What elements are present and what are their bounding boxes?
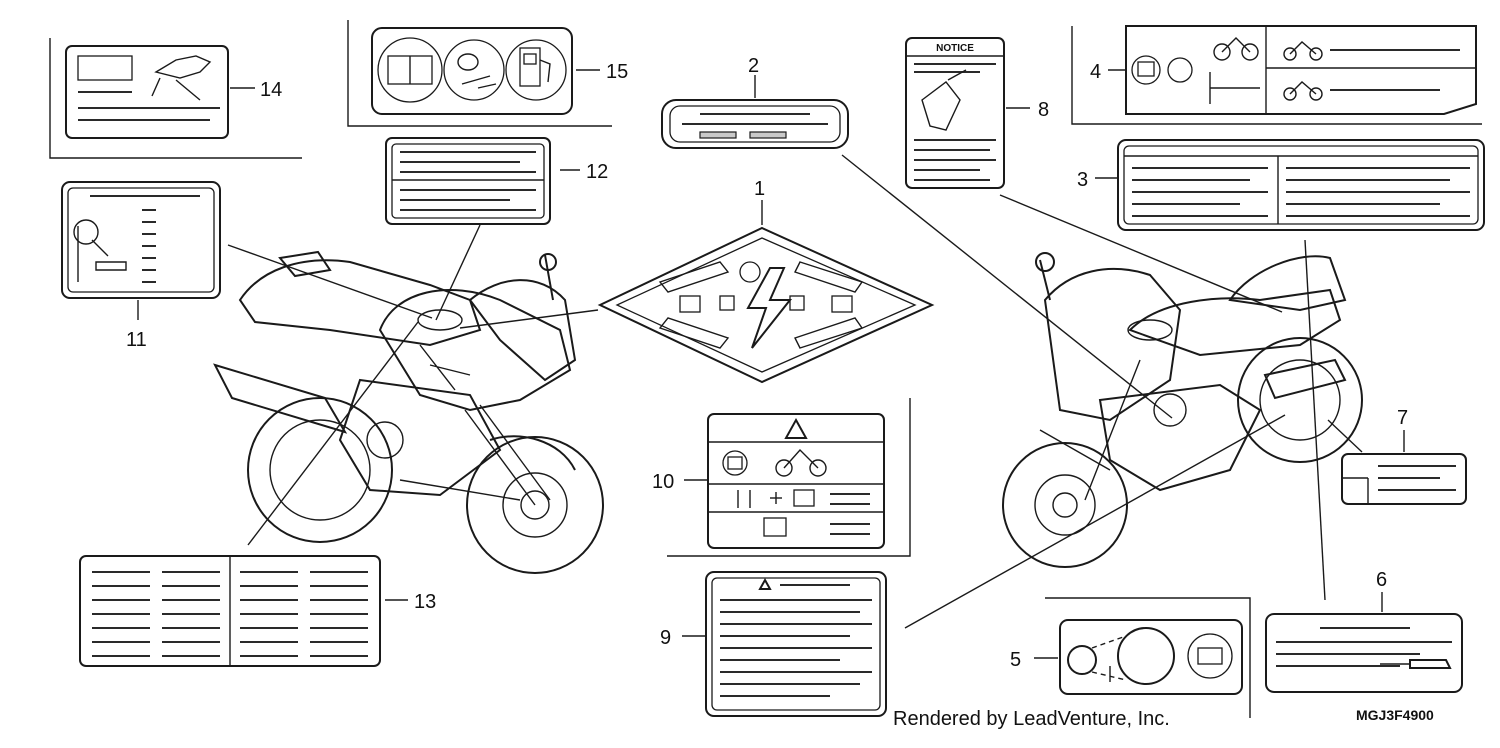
credit-text: Rendered by LeadVenture, Inc. — [893, 708, 1170, 730]
left-motorcycle-illustration — [213, 250, 604, 574]
label-7 — [1341, 453, 1467, 505]
callout-2: 2 — [748, 55, 759, 77]
label-4 — [1125, 25, 1477, 115]
callout-numbers: 1 2 3 4 5 6 7 8 9 10 11 12 13 14 15 — [126, 55, 1408, 671]
callout-10: 10 — [652, 471, 674, 493]
callout-1: 1 — [754, 178, 765, 200]
label-11 — [61, 181, 221, 299]
label-10 — [707, 413, 885, 549]
callout-7: 7 — [1397, 407, 1408, 429]
right-motorcycle-illustration — [1002, 252, 1363, 568]
label-1-diamond — [597, 226, 935, 384]
callout-9: 9 — [660, 627, 671, 649]
label-14 — [65, 45, 229, 139]
label-6 — [1265, 613, 1463, 693]
callout-11: 11 — [126, 329, 147, 351]
notice-heading: NOTICE — [936, 43, 974, 54]
label-2 — [661, 99, 849, 149]
callout-6: 6 — [1376, 569, 1387, 591]
callout-3: 3 — [1077, 169, 1088, 191]
callout-4: 4 — [1090, 61, 1101, 83]
label-8: NOTICE — [905, 37, 1005, 189]
label-9 — [705, 571, 887, 717]
label-15 — [371, 27, 573, 115]
panel-frames — [49, 20, 1482, 718]
callout-13: 13 — [414, 591, 436, 613]
callout-15: 15 — [606, 61, 628, 83]
callout-5: 5 — [1010, 649, 1021, 671]
diagram-code: MGJ3F4900 — [1356, 707, 1434, 723]
label-13 — [79, 555, 381, 667]
leader-lines — [137, 69, 1405, 659]
callout-14: 14 — [260, 79, 282, 101]
callout-12: 12 — [586, 161, 608, 183]
label-5 — [1059, 619, 1243, 695]
label-12 — [385, 137, 551, 225]
label-3 — [1117, 139, 1485, 231]
callout-8: 8 — [1038, 99, 1049, 121]
